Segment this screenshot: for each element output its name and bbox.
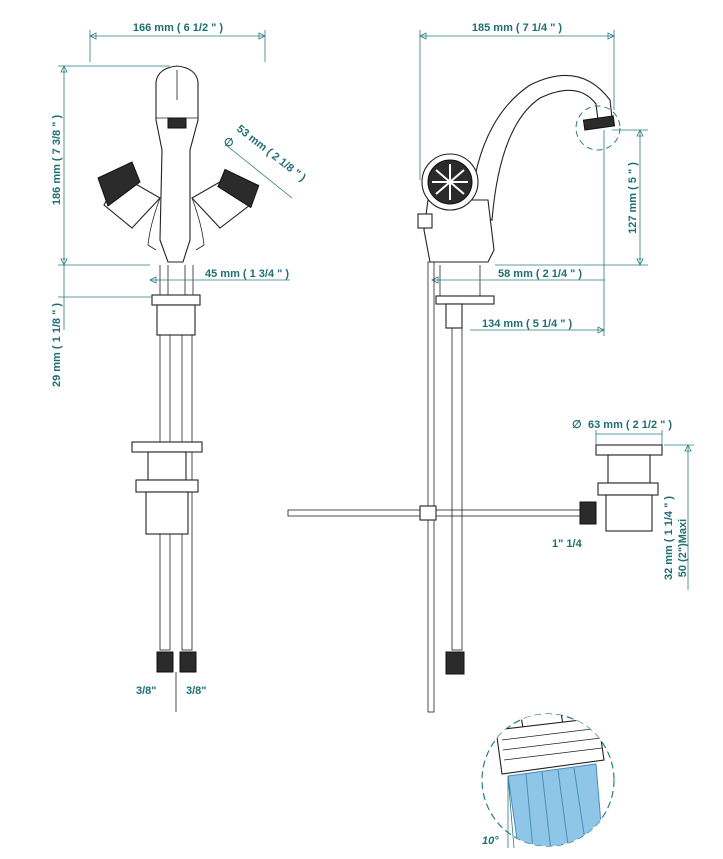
right-hose-end <box>179 651 197 673</box>
drain-body <box>607 454 651 484</box>
front-height-dimension: 186 mm ( 7 3/8 " ) <box>51 65 170 266</box>
hose-right-label: 3/8" <box>186 685 207 697</box>
cap-icon <box>167 117 187 129</box>
side-base-label: 58 mm ( 2 1/4 " ) <box>498 268 582 280</box>
drain-height-label-2: 50 (2")Maxi <box>677 519 689 577</box>
front-shank <box>156 304 196 336</box>
front-height-label: 186 mm ( 7 3/8 " ) <box>51 115 63 206</box>
drain-height-label-1: 32 mm ( 1 1/4 " ) <box>663 496 675 580</box>
drain-diameter-symbol: ∅ <box>572 419 582 431</box>
spout-height-dimension: 127 mm ( 5 " ) <box>495 129 648 266</box>
front-view: 166 mm ( 6 1/2 " ) 186 mm ( 7 3/8 " ) <box>51 22 308 712</box>
front-waste-nut <box>135 479 199 493</box>
side-hose <box>451 327 463 651</box>
side-view: 185 mm ( 7 1/4 " ) 127 mm ( 5 " ) 58 mm … <box>287 22 648 713</box>
reach-dimension: 134 mm ( 5 1/4 " ) <box>470 130 605 336</box>
left-hose-end <box>156 651 174 673</box>
drain-height-dimension: 32 mm ( 1 1/4 " ) 50 (2")Maxi <box>663 444 694 590</box>
side-base-dimension: 58 mm ( 2 1/4 " ) <box>431 268 605 284</box>
side-base-plate <box>435 295 495 305</box>
drain-nut <box>597 482 659 496</box>
front-base-label: 45 mm ( 1 3/4 " ) <box>205 268 289 280</box>
right-handle <box>191 168 260 251</box>
spout-height-label: 127 mm ( 5 " ) <box>627 162 639 234</box>
lever-diameter-label: 53 mm ( 2 1/8 " ) <box>234 123 308 184</box>
lever-diameter-symbol: ∅ <box>224 137 234 149</box>
front-thickness-label: 29 mm ( 1 1/8 " ) <box>51 303 63 387</box>
side-lever-stub <box>417 213 433 229</box>
aerator-tip <box>582 115 616 131</box>
side-width-dimension: 185 mm ( 7 1/4 " ) <box>419 22 615 180</box>
faucet-body-front <box>155 65 199 263</box>
front-width-dimension: 166 mm ( 6 1/2 " ) <box>89 22 266 62</box>
reach-label: 134 mm ( 5 1/4 " ) <box>482 318 573 330</box>
side-hose-end <box>445 651 465 675</box>
drain-diameter-label: 63 mm ( 2 1/2 " ) <box>588 419 672 431</box>
rod-clamp <box>419 505 437 521</box>
drain-trap <box>605 494 653 532</box>
water-stream <box>507 763 605 846</box>
drain-thread-label: 1" 1/4 <box>552 538 583 550</box>
drain-diameter-dimension: ∅ 63 mm ( 2 1/2 " ) <box>572 419 672 445</box>
drain-detail: ∅ 63 mm ( 2 1/2 " ) 32 mm ( 1 1/4 " ) 50… <box>552 419 694 590</box>
faucet-body-side <box>423 199 495 263</box>
side-shank <box>445 303 463 329</box>
aerator-detail-circle <box>575 105 621 151</box>
front-waste-trap <box>145 491 189 535</box>
aerator-detail: 10° <box>481 713 615 849</box>
pop-up-rod <box>427 261 435 713</box>
side-width-label: 185 mm ( 7 1/4 " ) <box>472 22 563 34</box>
front-width-label: 166 mm ( 6 1/2 " ) <box>133 22 224 34</box>
front-waste-flange <box>131 441 203 453</box>
aerator-body <box>495 717 605 775</box>
front-base-plate <box>151 294 201 306</box>
left-handle <box>97 161 161 251</box>
rosette-pattern-icon <box>432 164 468 200</box>
hose-left-label: 3/8" <box>136 685 157 697</box>
spout <box>469 74 613 221</box>
front-base-dimension: 45 mm ( 1 3/4 " ) <box>149 268 290 284</box>
front-thickness-dimension: 29 mm ( 1 1/8 " ) <box>51 265 152 387</box>
drain-flange <box>595 444 663 456</box>
drain-connector <box>579 501 597 525</box>
front-waste-body <box>147 451 187 481</box>
aerator-angle-label: 10° <box>482 835 499 847</box>
